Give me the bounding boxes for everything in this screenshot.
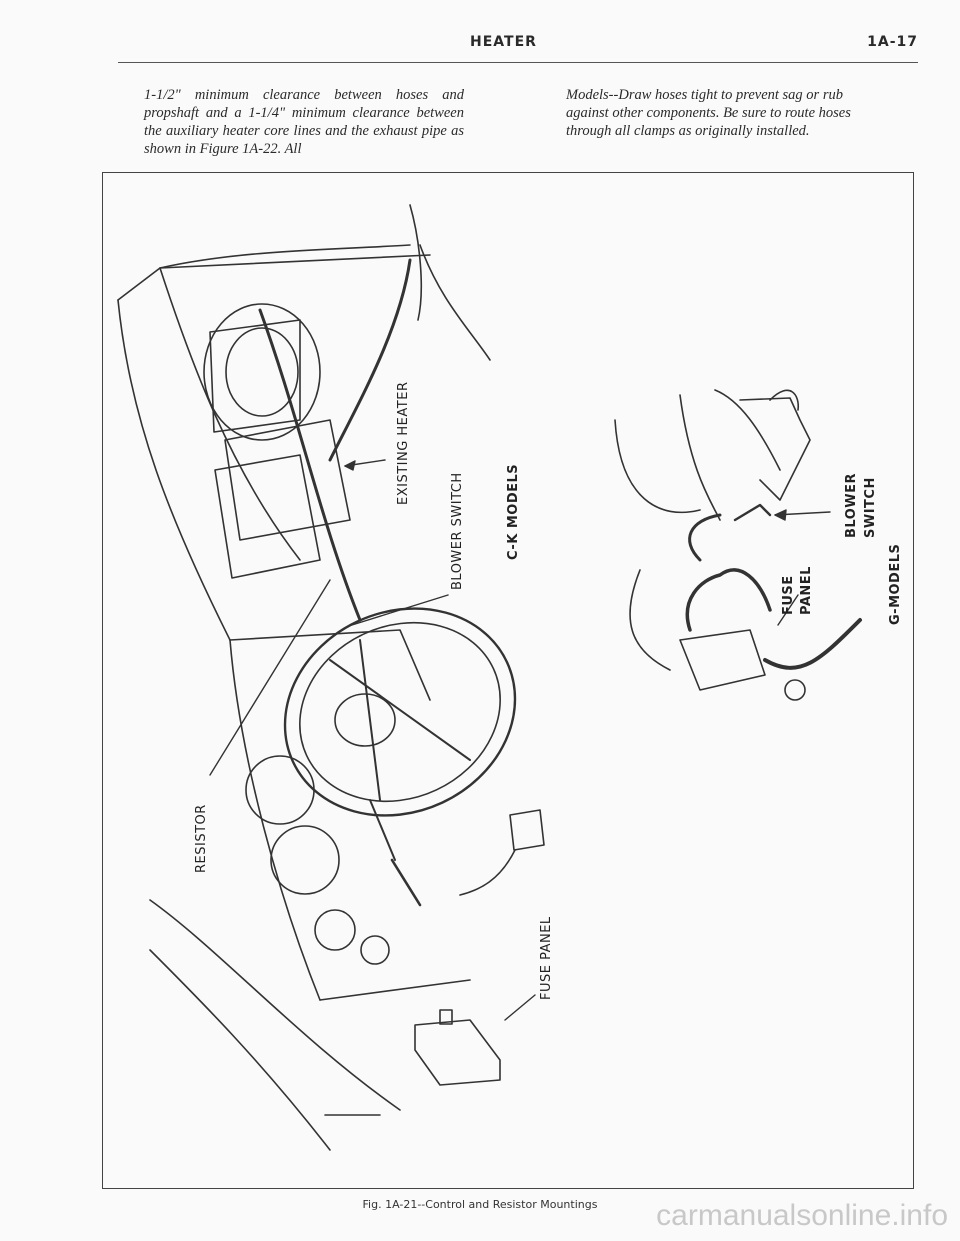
ck-dashboard-drawing [117, 204, 545, 1151]
label-blower-switch-g-2: SWITCH [863, 477, 878, 538]
label-fuse-panel-g-2: PANEL [799, 566, 814, 615]
body-text-left: 1-1/2" minimum clearance between hoses a… [144, 87, 464, 157]
label-fuse-panel-ck: FUSE PANEL [539, 916, 554, 1000]
header-rule [118, 62, 918, 63]
label-blower-switch-g-1: BLOWER [844, 473, 859, 538]
figure-caption: Fig. 1A-21--Control and Resistor Mountin… [362, 1198, 598, 1211]
section-title: HEATER [470, 34, 537, 50]
figure-frame [102, 172, 914, 1189]
g-models-drawing [614, 389, 862, 701]
label-ck-models: C-K MODELS [506, 464, 521, 560]
body-text-right: Models--Draw hoses tight to prevent sag … [566, 87, 851, 139]
ck-leader-lines [209, 459, 536, 1021]
label-g-models: G-MODELS [888, 544, 903, 625]
label-blower-switch-ck: BLOWER SWITCH [450, 472, 465, 590]
page-header: HEATER 1A-17 [118, 34, 918, 58]
label-fuse-panel-g-1: FUSE [781, 575, 796, 615]
label-existing-heater: EXISTING HEATER [396, 382, 411, 505]
label-resistor: RESISTOR [194, 804, 209, 873]
g-leader-lines [774, 509, 831, 626]
page-number: 1A-17 [867, 34, 918, 50]
watermark: carmanualsonline.info [656, 1199, 948, 1232]
